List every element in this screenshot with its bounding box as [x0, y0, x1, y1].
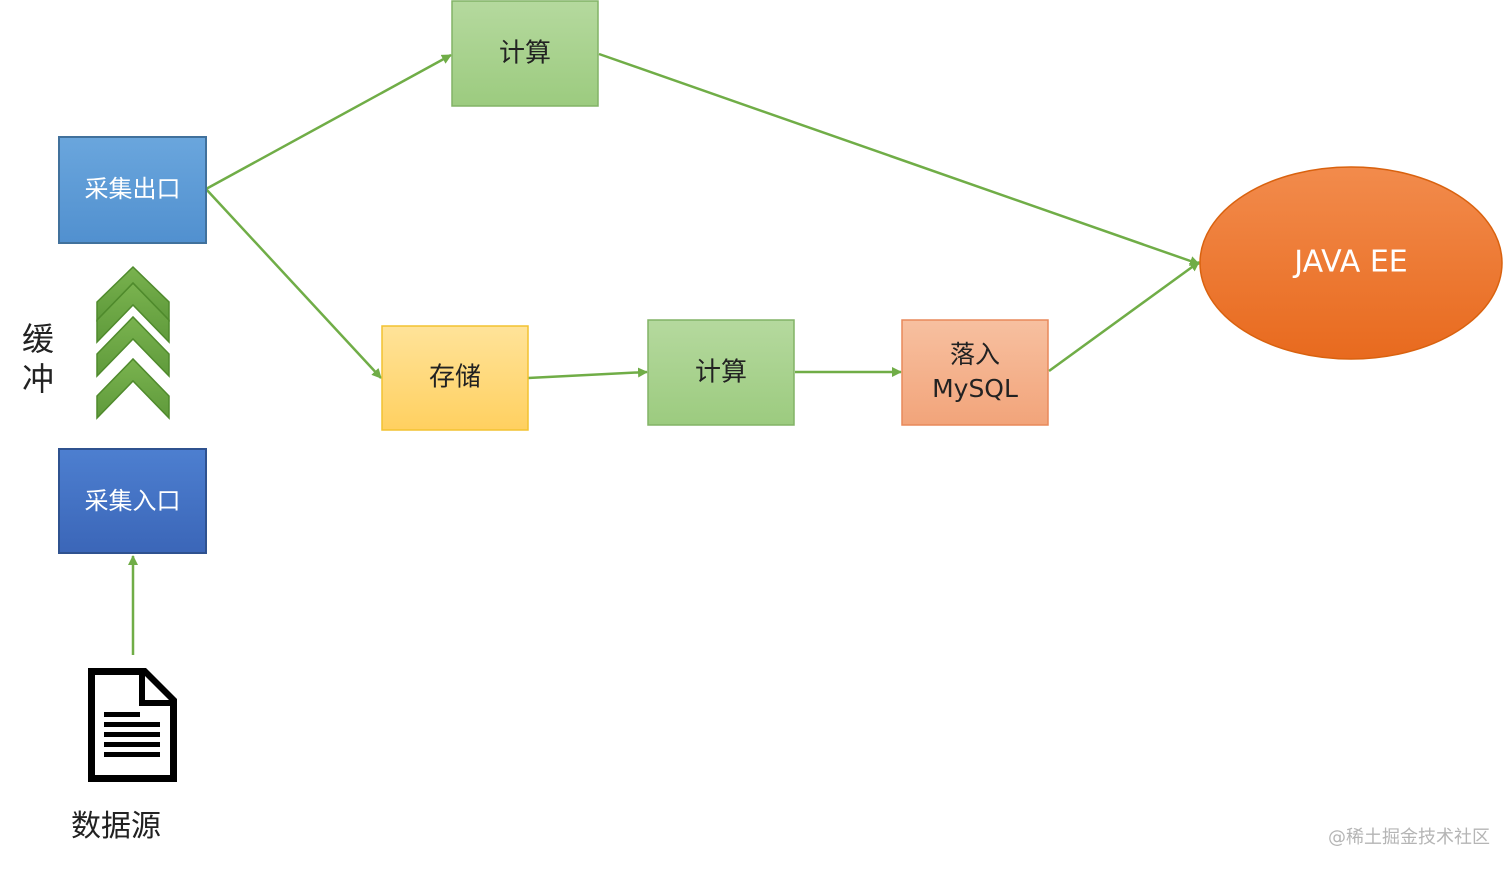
mysql-label-line-2: MySQL	[932, 374, 1018, 403]
storage-node: 存储	[381, 325, 529, 431]
arrow-collect-out-to-compute-top	[205, 53, 452, 191]
mysql-node: 落入 MySQL	[901, 319, 1049, 426]
document-icon	[88, 668, 177, 782]
storage-label: 存储	[429, 363, 481, 393]
java-ee-label: JAVA EE	[1292, 245, 1408, 280]
arrow-compute-top-to-java-ee	[598, 52, 1200, 266]
compute-mid-node: 计算	[647, 319, 795, 426]
collect-out-node: 采集出口	[58, 136, 207, 244]
compute-mid-label: 计算	[695, 358, 747, 388]
collect-in-label: 采集入口	[85, 487, 181, 515]
arrow-mysql-to-java-ee	[1048, 260, 1200, 373]
data-source-label: 数据源	[71, 809, 161, 844]
collect-in-node: 采集入口	[58, 448, 207, 554]
mysql-label-line-1: 落入	[950, 340, 1000, 369]
buffer-label-char-1: 缓	[22, 320, 54, 358]
arrow-collect-out-to-storage	[205, 188, 382, 379]
buffer-label-char-2: 冲	[22, 360, 54, 398]
compute-top-label: 计算	[499, 39, 551, 69]
watermark: @稀土掘金技术社区	[1328, 827, 1490, 848]
arrow-storage-to-compute-mid	[527, 367, 648, 380]
java-ee-node: JAVA EE	[1199, 166, 1503, 360]
buffer-chevrons-icon	[96, 265, 170, 420]
collect-out-label: 采集出口	[85, 175, 181, 203]
compute-top-node: 计算	[451, 0, 599, 107]
